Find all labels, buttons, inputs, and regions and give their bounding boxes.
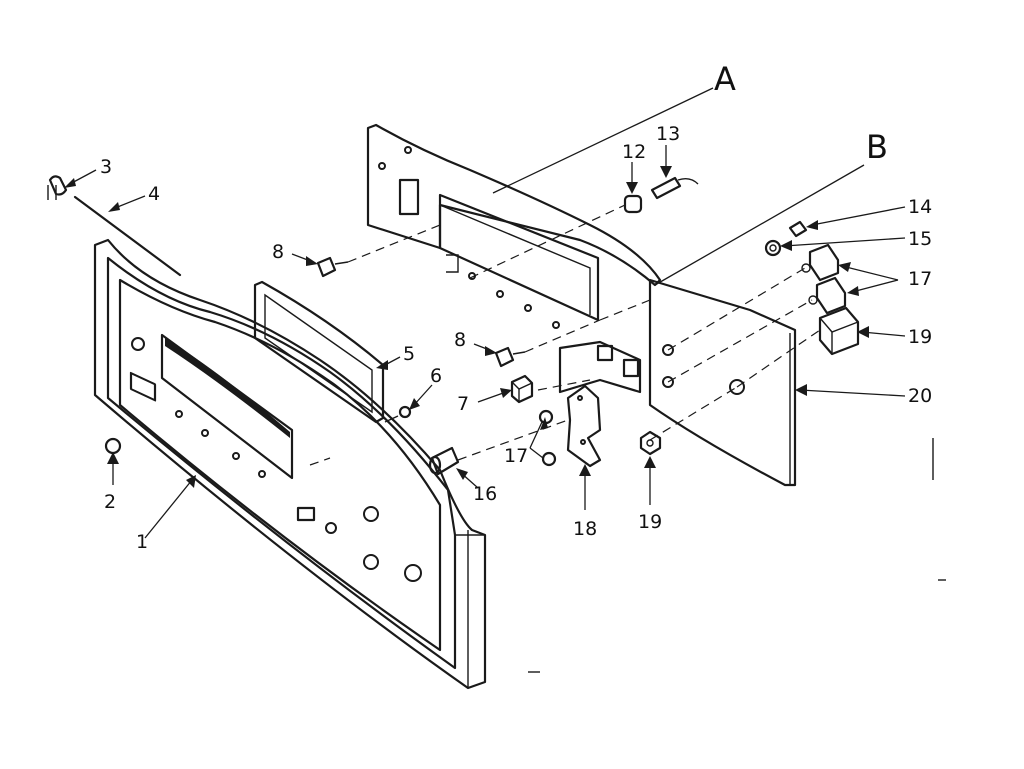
- center-bracket: [558, 340, 642, 394]
- callout-5: 5: [403, 343, 415, 365]
- screw-part-8-lower: [494, 346, 526, 368]
- callout-labels: 1 2 3 4 5 6 7 8 8 12 13 14 15 16 17 17 1…: [100, 60, 932, 553]
- connector-part-19: [818, 306, 860, 356]
- callout-17-lower: 17: [504, 445, 528, 467]
- callout-2: 2: [104, 491, 116, 513]
- window-frame-part-5: [253, 280, 385, 424]
- lamp-part-13: [650, 176, 699, 200]
- callout-14: 14: [908, 196, 932, 218]
- knob-part-2: [104, 437, 122, 455]
- callout-12: 12: [622, 141, 646, 163]
- callout-18: 18: [573, 518, 597, 540]
- callout-19-bottom: 19: [638, 511, 662, 533]
- rear-chassis-a: [366, 123, 662, 329]
- front-panel: [93, 238, 487, 690]
- callout-20: 20: [908, 385, 932, 407]
- clip-part-3: [47, 175, 68, 200]
- rod-part-4: [73, 195, 182, 277]
- callout-13: 13: [656, 123, 680, 145]
- callout-4: 4: [148, 183, 160, 205]
- callout-1: 1: [136, 531, 148, 553]
- callout-15: 15: [908, 228, 932, 250]
- assembly-dashed-lines: [309, 204, 821, 466]
- callout-3: 3: [100, 156, 112, 178]
- connector-part-17-middle: [808, 276, 847, 315]
- callout-b: B: [866, 128, 888, 166]
- callout-6: 6: [430, 365, 442, 387]
- block-part-7: [510, 374, 534, 404]
- callout-7: 7: [457, 393, 469, 415]
- plate-part-18: [566, 384, 602, 468]
- cylinder-part-16: [428, 446, 460, 476]
- bushing-part-12: [623, 194, 643, 214]
- callout-17-upper: 17: [908, 268, 932, 290]
- washer-part-15: [764, 239, 782, 257]
- callout-19-right: 19: [908, 326, 932, 348]
- callout-8-upper: 8: [272, 241, 284, 263]
- callout-16: 16: [473, 483, 497, 505]
- callout-a: A: [714, 60, 736, 98]
- connector-part-17-upper: [801, 243, 840, 282]
- screw-part-14: [788, 220, 808, 238]
- callout-8-lower: 8: [454, 329, 466, 351]
- leader-lines: [64, 87, 906, 539]
- screw-part-6: [384, 405, 412, 423]
- rear-panel-part-20: [648, 278, 797, 487]
- screw-part-8-upper: [316, 256, 349, 278]
